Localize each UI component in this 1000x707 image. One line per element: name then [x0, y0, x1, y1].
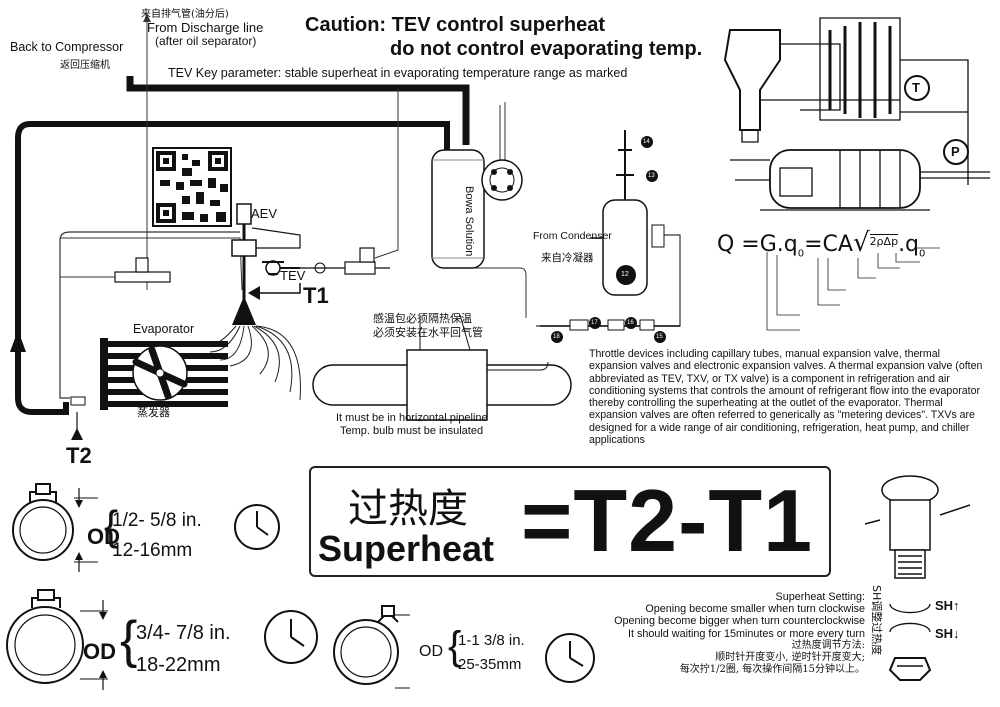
- bulb-note-en-2: Temp. bulb must be insulated: [340, 425, 484, 437]
- superheat-title: Superheat: [318, 528, 495, 569]
- accumulator-tank: [431, 149, 485, 269]
- from-condenser-label-cn: 来自冷凝器: [541, 252, 594, 264]
- formula-root: 2ρΔp: [869, 234, 899, 248]
- compressor-schematic: [723, 17, 990, 211]
- marker-14: 14: [643, 139, 650, 145]
- pressure-symbol: [943, 139, 969, 165]
- sh-down-label: SH↓: [935, 626, 960, 641]
- clock-icon: [545, 633, 595, 683]
- marker-16: 16: [627, 320, 634, 326]
- superheat-equation: =T2-T1: [521, 471, 814, 570]
- setting-line-3: It should waiting for 15minutes or more …: [627, 627, 865, 640]
- bulb-note-en-1: It must be in horizontal pipeline: [336, 412, 488, 424]
- flow-arrow: [10, 330, 26, 352]
- od-inch-medium: 3/4- 7/8 in.: [136, 622, 231, 644]
- discharge-label-sub: (after oil separator): [155, 34, 257, 48]
- evaporator-label-cn: 蒸发器: [137, 406, 170, 419]
- tev-label: TEV: [280, 268, 306, 283]
- setting-line-cn-1: 顺时针开度变小, 逆时针开度变大;: [715, 652, 865, 664]
- pipe-section-small: [12, 483, 98, 572]
- sh-up-label: SH↑: [935, 598, 960, 613]
- suction-line: [126, 76, 470, 145]
- formula-sub: 0: [797, 248, 805, 260]
- marker-18: 18: [553, 334, 560, 340]
- od-mm-small: 12-16mm: [112, 540, 193, 561]
- marker-15: 15: [656, 334, 663, 340]
- formula-mid: =CA: [804, 232, 853, 257]
- setting-title-cn: 过热度调节方法:: [791, 639, 865, 651]
- od-mm-medium: 18-22mm: [136, 654, 221, 676]
- discharge-label: From Discharge line: [147, 20, 264, 35]
- superheat-setting: Superheat Setting: Opening become smalle…: [560, 591, 865, 676]
- bulb-note-cn-2: 必须安装在水平回气管: [373, 326, 483, 339]
- setting-line-2: Opening become bigger when turn counterc…: [614, 615, 865, 628]
- pressure-letter: P: [951, 144, 960, 159]
- od-label-large: OD: [419, 643, 443, 660]
- marker-12: 12: [621, 271, 629, 278]
- compressor-label-cn: 返回压缩机: [60, 60, 110, 71]
- caution-title: Caution: TEV control superheat: [305, 14, 606, 36]
- evaporator-label: Evaporator: [133, 322, 195, 336]
- caution-subtitle: do not control evaporating temp.: [390, 38, 703, 60]
- from-condenser-label: From Condenser: [533, 230, 612, 242]
- clock-icon: [234, 504, 280, 550]
- setting-line-1: Opening become smaller when turn clockwi…: [645, 603, 865, 616]
- setting-line-cn-2: 每次拧1/2圈, 每次操作间隔15分钟以上。: [679, 664, 865, 676]
- adjust-label-cn: SH调整过热度: [870, 585, 883, 656]
- aev-label: AEV: [251, 206, 278, 221]
- superheat-box: [309, 466, 831, 577]
- od-inch-small: 1/2- 5/8 in.: [112, 510, 202, 531]
- discharge-label-cn: 来自排气管(油分后): [141, 9, 229, 20]
- marker-13: 13: [648, 173, 655, 179]
- compressor-label: Back to Compressor: [10, 40, 124, 54]
- return-line: [15, 121, 450, 415]
- qr-code: [152, 147, 232, 227]
- bulb-note-cn-1: 感温包必须隔热保温: [373, 312, 472, 325]
- formula-sub-2: 0: [919, 248, 926, 260]
- marker-17: 17: [591, 320, 598, 326]
- adjust-valve: [864, 475, 971, 681]
- formula-tail: .q: [898, 232, 920, 257]
- pipe-section-medium: [6, 589, 108, 690]
- superheat-title-cn: 过热度: [348, 486, 468, 532]
- flow-formula: Q =G.q0=CA√2ρΔp.q0: [717, 228, 926, 260]
- od-mm-large: 25-35mm: [458, 656, 522, 673]
- formula-head: Q =G.q: [717, 232, 798, 257]
- t2-label: T2: [66, 443, 92, 468]
- brand-label: Bowa Solution: [463, 186, 475, 257]
- od-label-medium: OD: [83, 639, 116, 664]
- pipe-section-large: [333, 605, 410, 689]
- thermometer-symbol: [904, 75, 930, 101]
- od-inch-large: 1-1 3/8 in.: [458, 632, 525, 649]
- thermometer-letter: T: [912, 80, 920, 95]
- key-parameter-note: TEV Key parameter: stable superheat in e…: [168, 66, 628, 80]
- clock-icon: [264, 610, 318, 664]
- throttle-description: Throttle devices including capillary tub…: [589, 348, 983, 447]
- t1-label: T1: [303, 283, 329, 308]
- od-label-small: OD: [87, 524, 120, 549]
- setting-title: Superheat Setting:: [775, 591, 865, 603]
